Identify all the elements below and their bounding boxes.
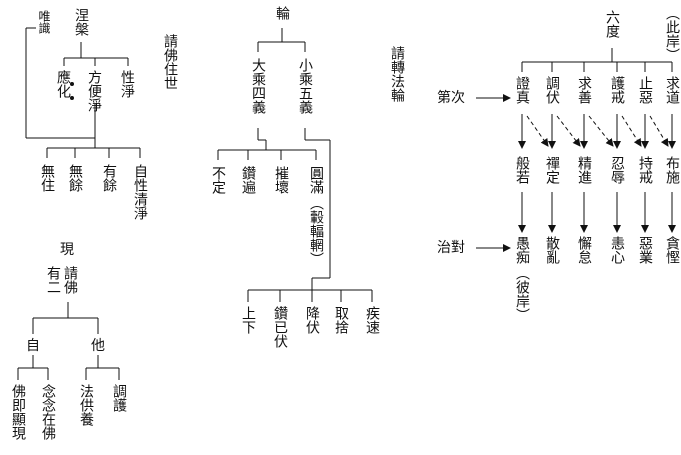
label-counter: 治對 xyxy=(437,240,465,256)
tree3-row1: 有二 xyxy=(45,266,61,294)
tree4-r2-5: 持戒 xyxy=(637,156,653,184)
tree3-self-leaf-2: 念念在佛 xyxy=(40,384,56,440)
tree2-mid-2: 鑽遍 xyxy=(240,166,256,194)
tree4-r1-3: 求善 xyxy=(576,76,592,104)
tree4-r3-5: 惡業 xyxy=(637,236,653,264)
tree2-mid-3: 摧壞 xyxy=(273,166,289,194)
tree4-r3-1: 愚痴 xyxy=(514,236,530,264)
tree4-r3-6: 貪慳 xyxy=(664,236,680,264)
tree1-root: 涅槃 xyxy=(73,8,89,36)
tree3-self-leaf-1: 佛即顯現 xyxy=(10,384,26,440)
tree4-r3-paren: （彼岸） xyxy=(514,266,530,322)
tree2-right: 小乘五義 xyxy=(297,58,313,114)
tree4-r1-6: 求道 xyxy=(664,76,680,104)
tree3-other-leaf-1: 法供養 xyxy=(78,384,94,426)
tree4-r2-2: 禪定 xyxy=(544,156,560,184)
tree4-r2-1: 般若 xyxy=(514,156,530,184)
tree2-leaf-2: 鑽已伏 xyxy=(272,306,288,348)
tree3-title: 現 xyxy=(60,242,74,258)
tree2-leaf-3: 降伏 xyxy=(304,306,320,334)
tree2-leaf-5: 疾速 xyxy=(364,306,380,334)
tree2-leaf-1: 上下 xyxy=(240,306,256,334)
tree4-r3-2: 散亂 xyxy=(544,236,560,264)
tree2-leaf-4: 取捨 xyxy=(333,306,349,334)
tree4-r3-4: 恚心 xyxy=(609,236,625,264)
tree2-mid-4: 圓滿 xyxy=(308,166,324,194)
tree2-paren: （轂輻輞） xyxy=(308,196,324,266)
side-label-weishi: 唯識 xyxy=(37,10,51,34)
caption-zhuanfalun: 請轉法輪 xyxy=(389,46,405,102)
tree2-root: 輪 xyxy=(274,6,290,20)
tree1-node-yinghua: 應化 xyxy=(55,70,71,98)
tree4-r2-6: 布施 xyxy=(664,156,680,184)
tree1-leaf-4: 自性清淨 xyxy=(132,164,148,220)
tree4-r1-2: 調伏 xyxy=(544,76,560,104)
tree1-leaf-2: 無餘 xyxy=(67,164,83,192)
tree4-r2-3: 精進 xyxy=(576,156,592,184)
tree1-node-xingjing: 性淨 xyxy=(119,70,135,98)
tree3-self: 自 xyxy=(26,338,40,354)
tree4-r2-4: 忍辱 xyxy=(609,156,625,184)
tree1-leaf-1: 無住 xyxy=(39,164,55,192)
tree4-r1-5: 止惡 xyxy=(637,76,653,104)
tree4-r1-4: 護戒 xyxy=(609,76,625,104)
tree4-r3-3: 懈怠 xyxy=(576,236,592,264)
tree3-row1b: 請佛 xyxy=(62,266,78,294)
tree3-other: 他 xyxy=(91,338,105,354)
tree4-root: 六度 xyxy=(604,10,620,38)
caption-qingfo: 請佛住世 xyxy=(162,34,178,90)
tree3-other-leaf-2: 調護 xyxy=(111,384,127,412)
tree4-paren: （此岸） xyxy=(664,6,680,62)
tree1-leaf-3: 有餘 xyxy=(101,164,117,192)
label-order: 第次 xyxy=(437,90,465,106)
tree1-node-fangbian: 方便淨 xyxy=(86,70,102,112)
tree2-mid-1: 不定 xyxy=(210,166,226,194)
tree4-r1-1: 證真 xyxy=(514,76,530,104)
tree2-left: 大乘四義 xyxy=(250,58,266,114)
